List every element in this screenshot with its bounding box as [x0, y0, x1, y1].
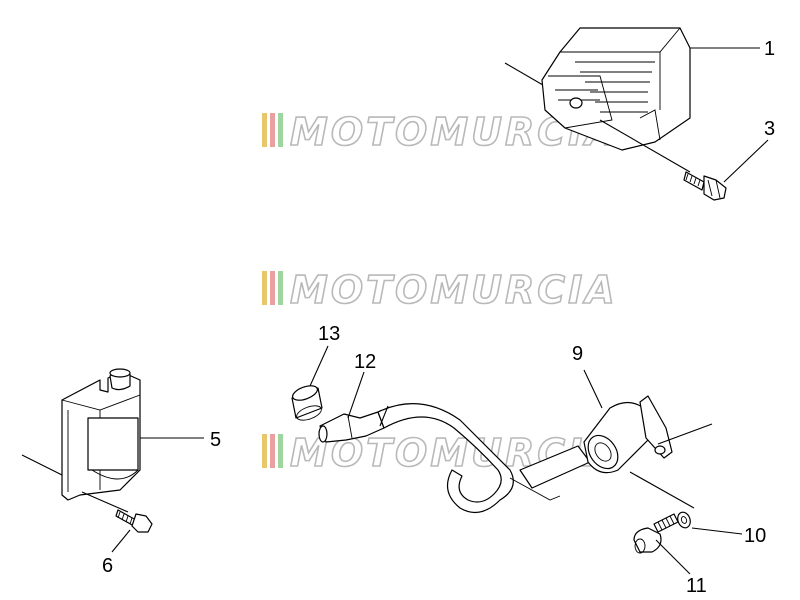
- callout-5: 5: [210, 429, 221, 451]
- callout-6: 6: [102, 555, 113, 577]
- leader-line-6: [111, 529, 131, 553]
- callout-10: 10: [744, 525, 766, 547]
- watermark-stripe: [262, 113, 267, 147]
- watermark-stripe: [278, 434, 283, 468]
- ignition-coil-icon: [21, 368, 141, 513]
- callout-13: 13: [318, 323, 340, 345]
- voltage-regulator-icon: [504, 27, 691, 173]
- leader-line-10: [691, 527, 743, 535]
- spark-plug-cap-icon: [509, 395, 713, 509]
- leader-line-9: [583, 369, 603, 409]
- watermark-stripe: [270, 113, 275, 147]
- watermark-stripe: [262, 271, 267, 305]
- watermark-middle: MOTOMURCIA: [262, 267, 618, 313]
- callout-12: 12: [354, 351, 376, 373]
- leader-line-13: [309, 345, 329, 387]
- hose-elbow-icon: [318, 403, 514, 514]
- bushing-icon: [291, 385, 323, 421]
- watermark-stripe: [270, 271, 275, 305]
- callout-1: 1: [764, 38, 775, 60]
- callout-11: 11: [686, 575, 707, 597]
- washer-icon: [677, 511, 691, 529]
- leader-line-3: [723, 139, 769, 183]
- watermark-stripe: [278, 113, 283, 147]
- watermark-stripe: [262, 434, 267, 468]
- watermark-stripe: [278, 271, 283, 305]
- coil-body: [87, 417, 139, 471]
- leader-line-12: [347, 371, 365, 419]
- callout-3: 3: [764, 118, 775, 140]
- watermark-text: MOTOMURCIA: [290, 268, 618, 312]
- leader-line-11: [655, 539, 691, 575]
- bolt-icon: [683, 171, 727, 201]
- watermark-stripe: [270, 434, 275, 468]
- bolt-icon: [633, 513, 679, 554]
- callout-9: 9: [572, 343, 583, 365]
- bolt-icon: [115, 509, 153, 533]
